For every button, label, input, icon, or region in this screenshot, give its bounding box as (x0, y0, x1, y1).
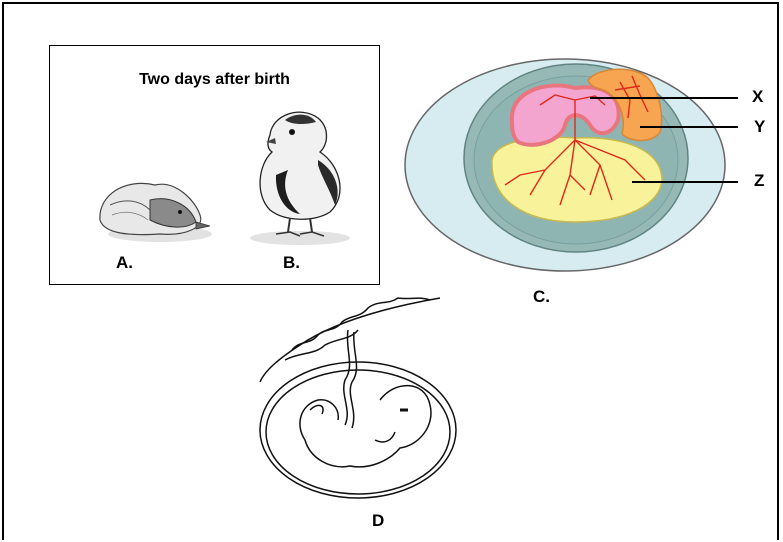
label-y: Y (754, 117, 765, 137)
chick-b-illustration (250, 112, 350, 245)
egg-diagram-c (405, 59, 738, 271)
embryo-body (300, 386, 431, 467)
label-b: B. (283, 253, 300, 273)
label-z: Z (754, 171, 764, 191)
label-d: D (372, 511, 384, 531)
label-a: A. (116, 253, 133, 273)
umbilical-cord (344, 330, 350, 425)
embryo-diagram-d (260, 298, 456, 498)
amnion-inner (266, 370, 450, 494)
label-x: X (752, 87, 763, 107)
label-c: C. (533, 287, 550, 307)
placental-edge (260, 298, 440, 382)
chick-a-illustration (100, 183, 212, 242)
